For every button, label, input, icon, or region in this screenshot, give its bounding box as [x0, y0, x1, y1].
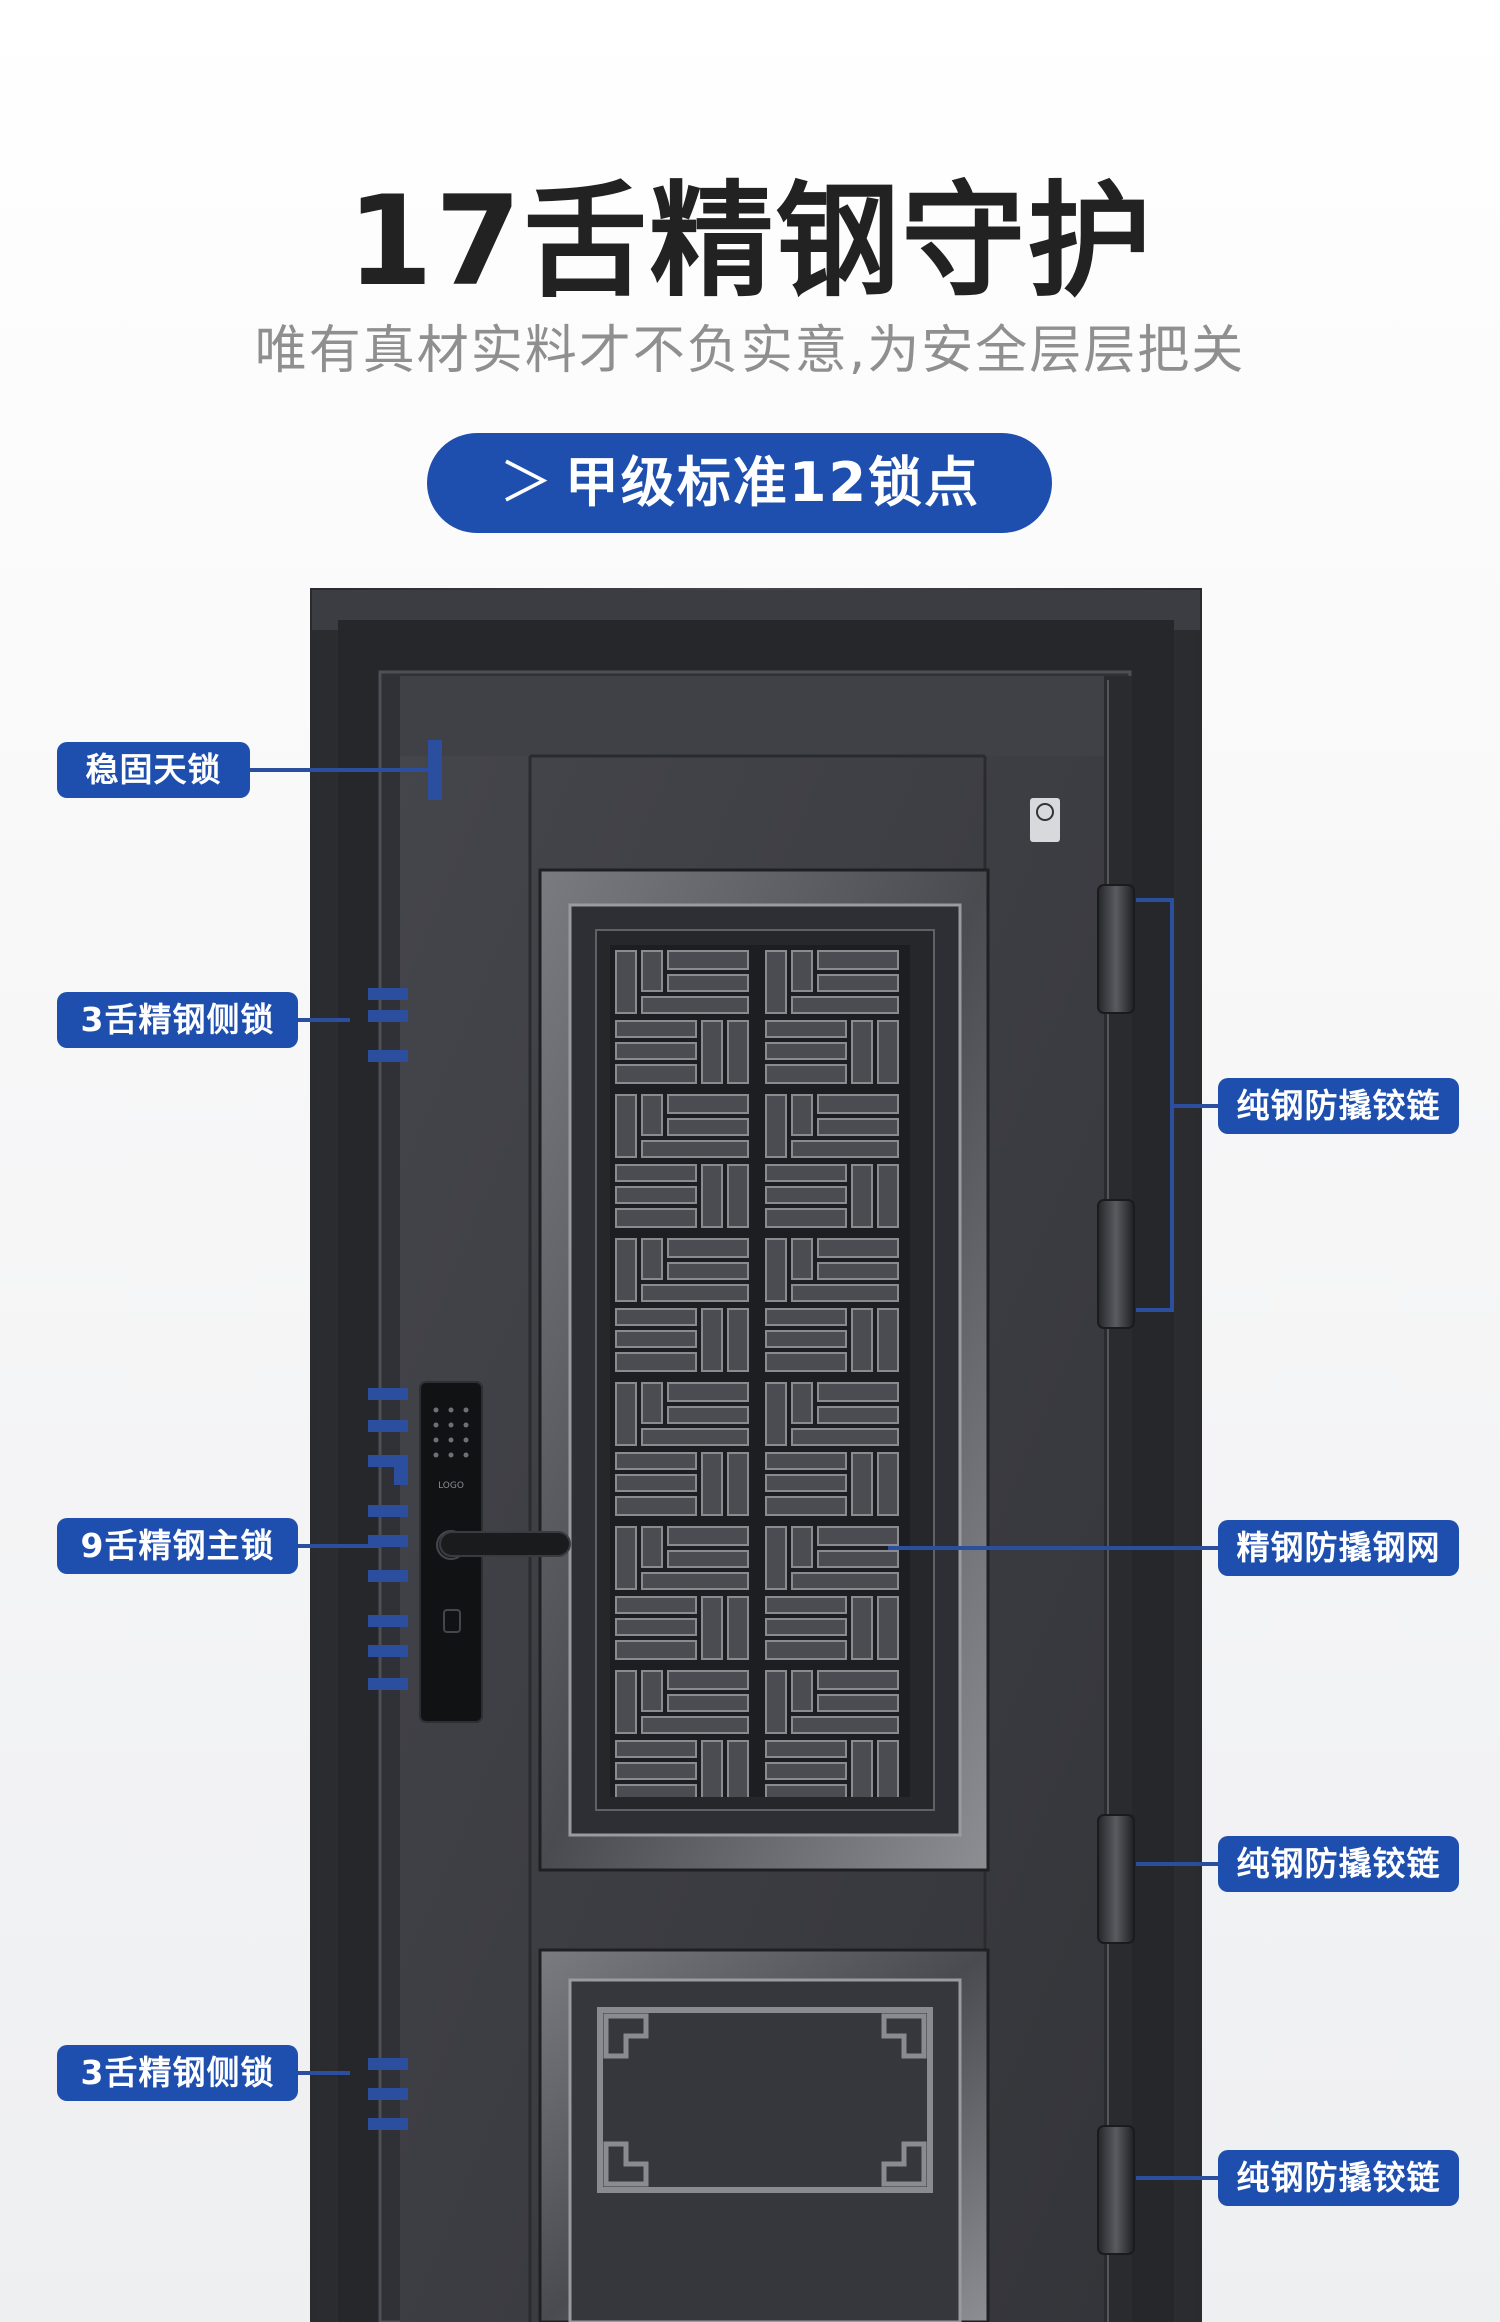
chevron-right-icon: ＞: [498, 451, 555, 514]
label-hinge-1: 纯钢防撬铰链: [1218, 1078, 1459, 1134]
main-bolts: [368, 1388, 408, 1690]
top-bolt: [428, 740, 442, 800]
label-main-lock: 9舌精钢主锁: [57, 1518, 298, 1574]
hinges: [1097, 884, 1135, 2255]
label-hinge-2: 纯钢防撬铰链: [1218, 1836, 1459, 1892]
door-handle: [439, 1531, 571, 1557]
label-hinge-3: 纯钢防撬铰链: [1218, 2150, 1459, 2206]
side-bolts-lower: [368, 2058, 408, 2130]
side-bolts-upper: [368, 988, 408, 1062]
smart-lock: LOGO: [419, 1381, 571, 1723]
label-side-lock-lower: 3舌精钢侧锁: [57, 2045, 298, 2101]
label-side-lock-upper: 3舌精钢侧锁: [57, 992, 298, 1048]
leader-lines: [248, 768, 1218, 2180]
label-top-lock: 稳固天锁: [57, 742, 250, 798]
badge-text: 甲级标准12锁点: [564, 451, 981, 514]
lock-point-badge: ＞甲级标准12锁点: [427, 433, 1052, 533]
page-subtitle: 唯有真材实料才不负实意,为安全层层把关: [254, 321, 1246, 381]
page-title: 17舌精钢守护: [346, 170, 1154, 314]
label-steel-mesh: 精钢防撬钢网: [1218, 1520, 1459, 1576]
lock-brand: LOGO: [438, 1481, 464, 1491]
